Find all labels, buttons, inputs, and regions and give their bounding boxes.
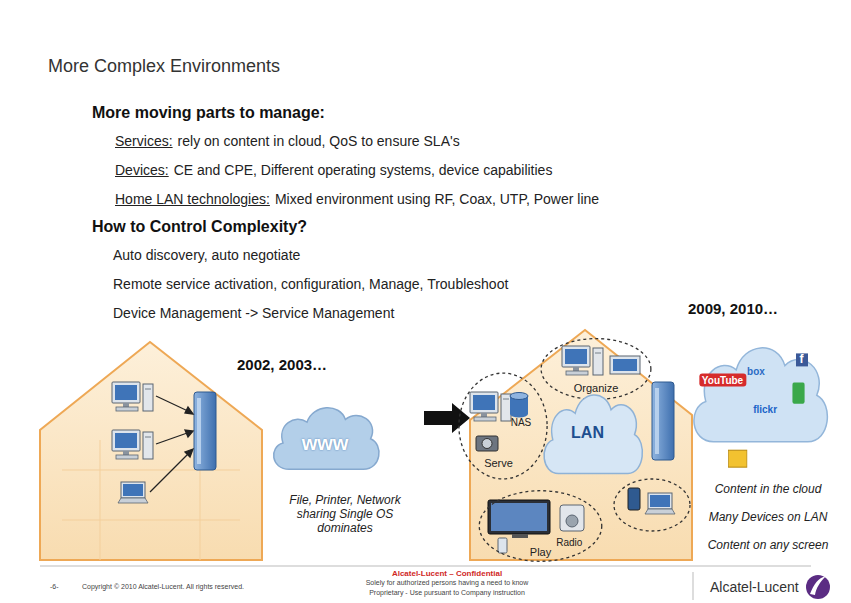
node-text: box [747,366,765,377]
text-label: Services: [115,133,173,149]
text-label: Remote service activation, configuration… [113,276,508,292]
node-text: flickr [753,403,777,414]
text-label: Alcatel-Lucent [710,579,799,595]
footer-rule [40,566,811,567]
text-label: Content on any screen [708,539,829,553]
text-label: 2002, 2003… [237,356,327,373]
camera-icon [476,436,498,451]
node-text: Play [530,546,551,558]
lan-cloud: LAN [536,385,648,477]
node-text: YouTube [699,374,746,387]
text-label: rely on content in cloud, QoS to ensure … [178,133,460,149]
text-label: Many Devices on LAN [709,511,828,525]
text-label: Device Management -> Service Management [113,305,394,321]
mobile-devices [614,479,690,531]
organize-group: Organize [540,338,652,400]
serve-group: NAS Serve [458,372,548,480]
play-group: RadioPlay [478,490,603,562]
text-label: Auto discovery, auto negotiate [113,247,300,263]
text-label: Solely for authorized persons having a n… [366,579,529,587]
phone-icon [498,538,507,553]
text-label: Proprietary - Use pursuant to Company in… [369,589,525,597]
cloud-shape [683,336,835,446]
node-text: Serve [484,457,513,469]
house-right [470,330,692,560]
company-logo [806,575,830,599]
internet-cloud: www [265,400,385,472]
text-label: Mixed environment using RF, Coax, UTP, P… [275,191,599,207]
text-label: Home LAN technologies: [115,191,270,207]
text-label: Alcatel-Lucent – Confidential [392,569,502,578]
transition-arrow [424,403,470,433]
text-label: More moving parts to manage: [92,104,325,122]
text-label: Copyright © 2010 Alcatel-Lucent. All rig… [82,583,244,591]
text-label: 2009, 2010… [688,300,778,317]
node-text: NAS [511,416,532,427]
node-text: Organize [574,382,619,394]
node-text: Radio [556,536,582,547]
node-text: www [302,432,349,454]
text-label: Devices: [115,162,169,178]
house-left [40,342,262,560]
tv-icon [488,500,550,538]
nas-icon [510,393,528,418]
slide-title: More Complex Environments [48,56,280,77]
text-label: How to Control Complexity? [92,218,307,236]
text-label: Content in the cloud [715,483,822,497]
node-text: f [796,354,808,367]
text-label: -6- [50,583,59,591]
footer-divider [693,572,694,600]
content-cloud: YouTubebox f flickr [683,336,835,446]
text-label: File, Printer, Network sharing Single OS… [270,494,420,535]
radio-icon [560,505,584,531]
node-text: LAN [571,424,604,442]
text-label: CE and CPE, Different operating systems,… [174,162,553,178]
